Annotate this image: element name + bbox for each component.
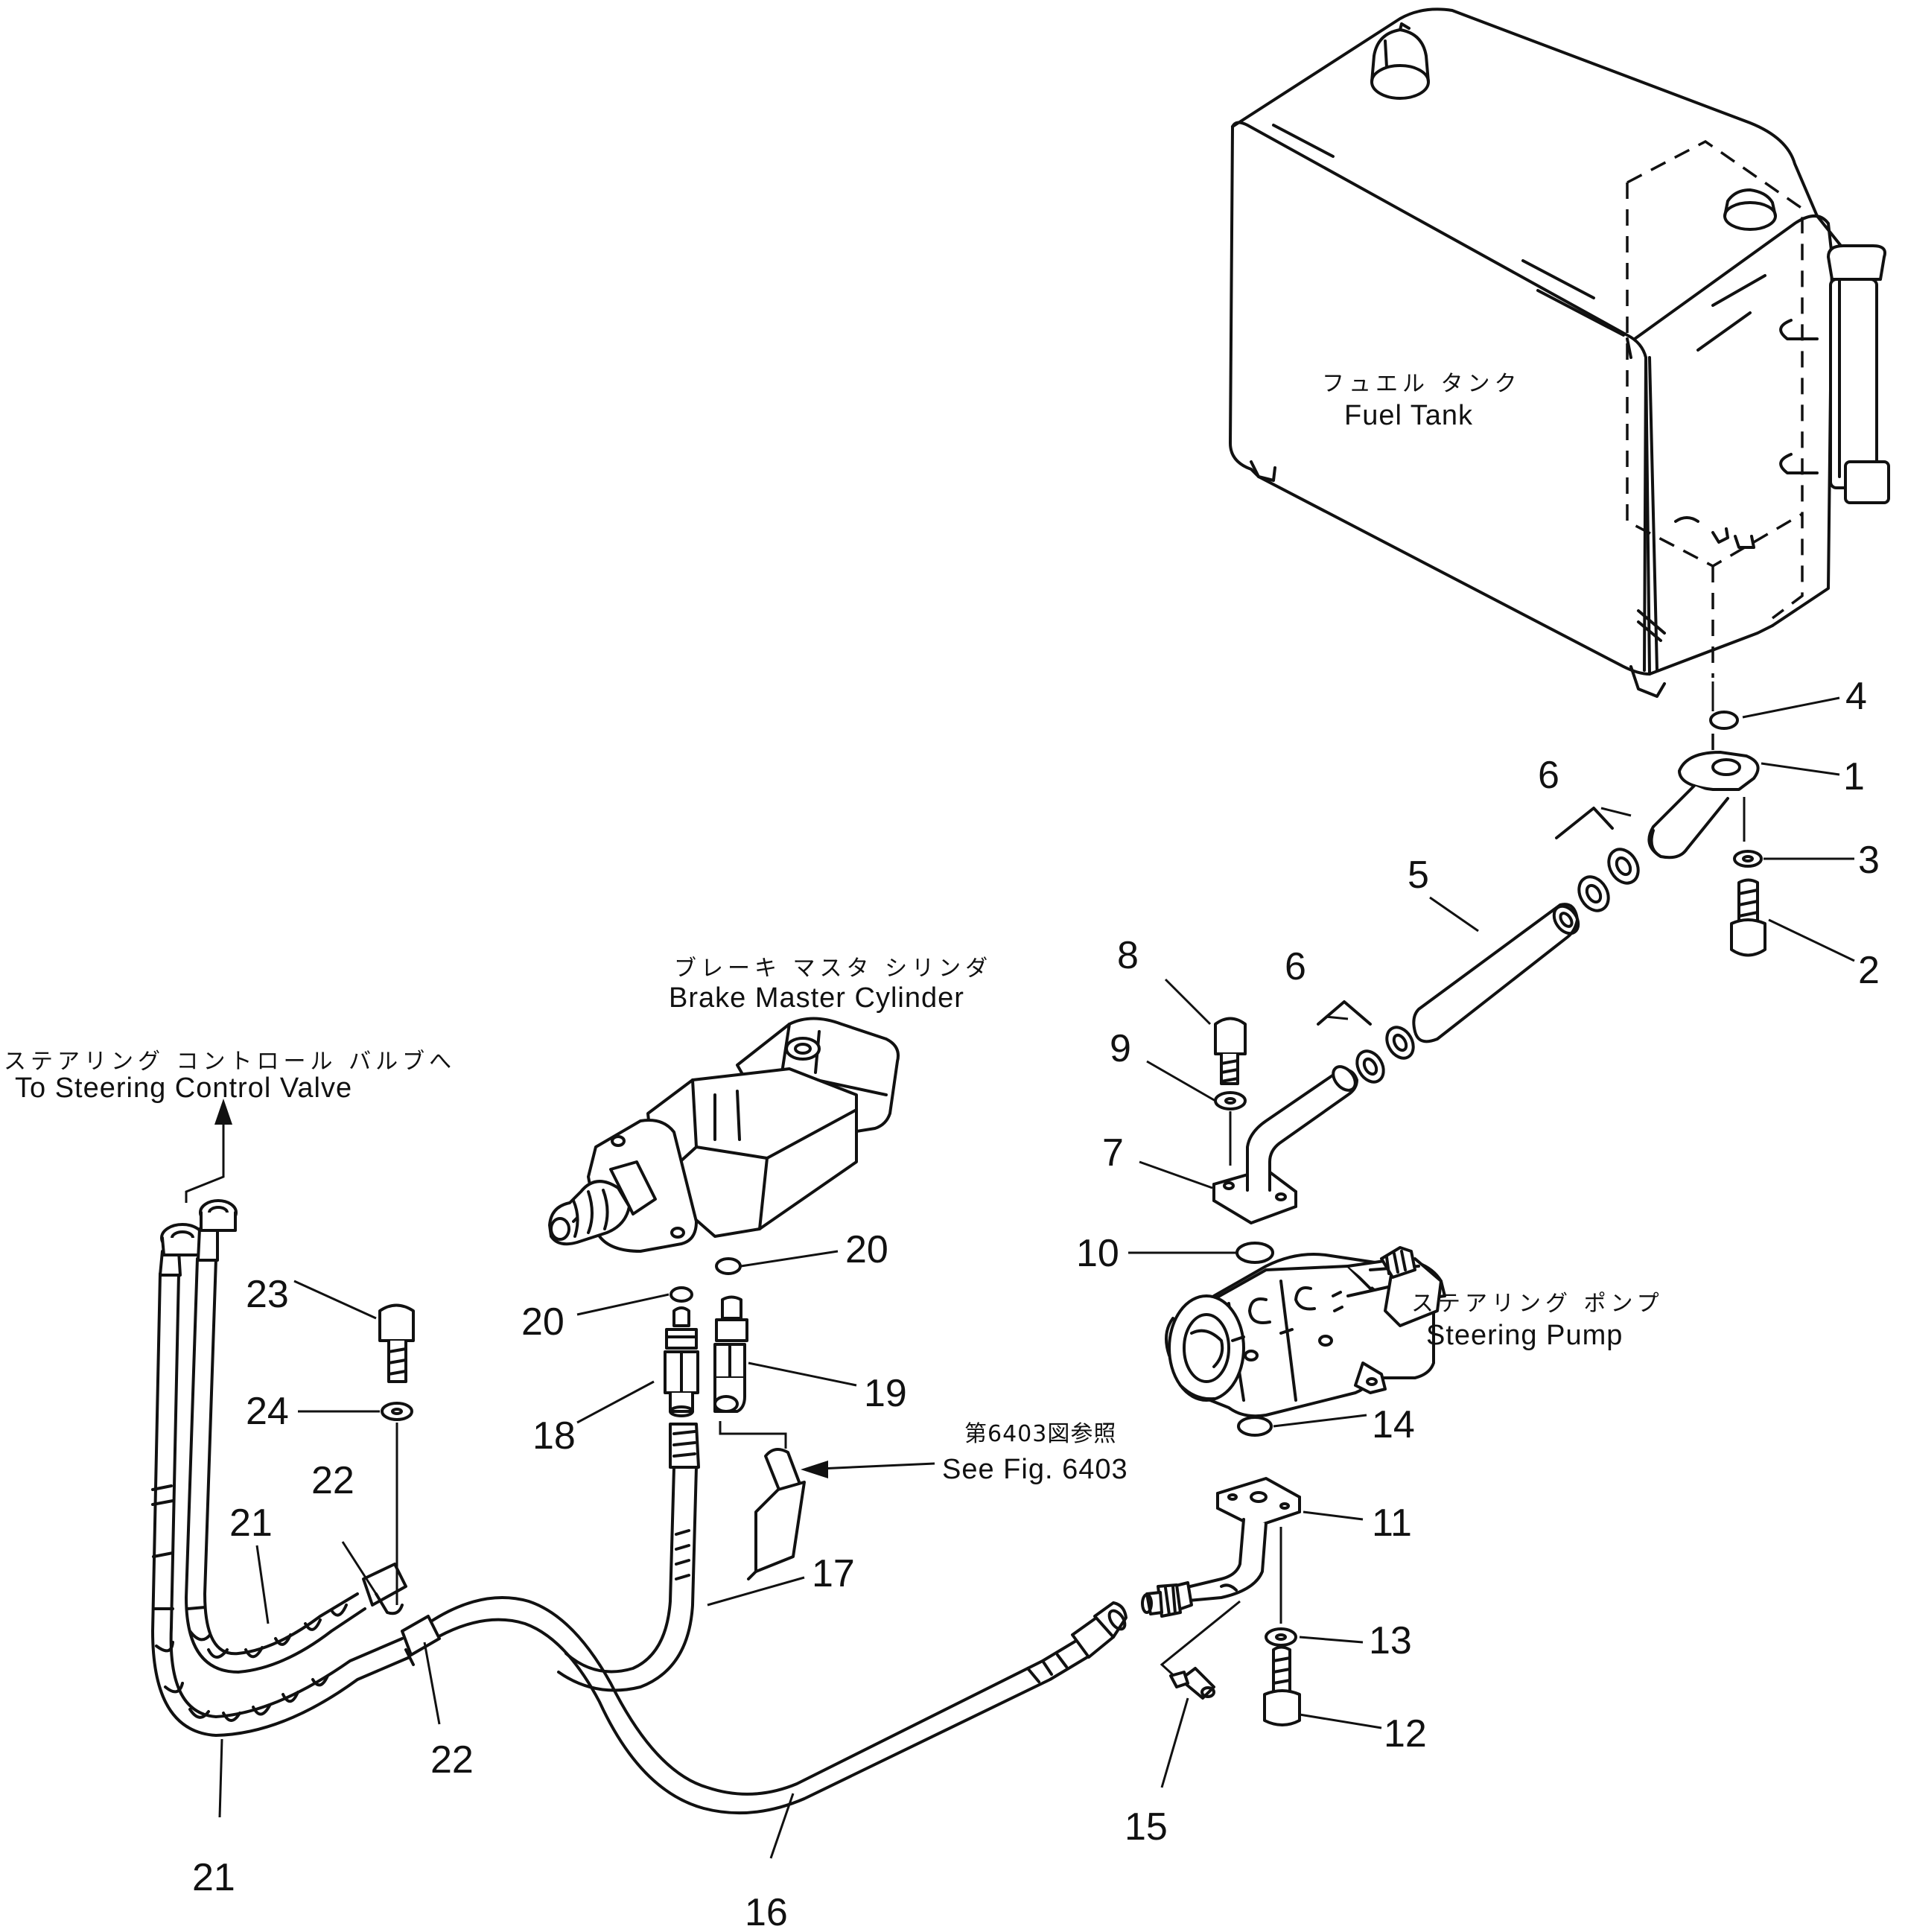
part-7-inlet-elbow [1212, 1065, 1358, 1224]
steering-valve-label-jp: ステアリング コントロール バルブへ [4, 1049, 456, 1075]
filler-cap [1370, 22, 1430, 100]
callout-21-upper: 21 [229, 1502, 273, 1545]
part-3-washer [1733, 850, 1763, 868]
callout-9: 9 [1110, 1027, 1131, 1070]
callout-11: 11 [1372, 1502, 1412, 1545]
callout-5: 5 [1408, 854, 1429, 897]
see-fig-hose-end [747, 1448, 806, 1580]
callout-18: 18 [532, 1414, 576, 1458]
part-13-washer [1265, 1627, 1297, 1647]
callout-16: 16 [745, 1891, 788, 1932]
callout-2: 2 [1858, 949, 1880, 992]
callout-20-left: 20 [521, 1300, 564, 1344]
callout-22-lower: 22 [430, 1738, 474, 1782]
part-11-outlet-tube [1141, 1477, 1301, 1618]
part-17-brake-hose [557, 1423, 700, 1692]
steering-pump-label-jp: ステアリング ポンプ [1411, 1291, 1664, 1317]
callout-23: 23 [246, 1273, 289, 1316]
part-15-nipple [1169, 1667, 1215, 1700]
part-24-washer [381, 1402, 413, 1421]
brake-master-label-jp: ブレーキ マスタ シリンダ [674, 956, 992, 982]
vent-cap [1723, 188, 1777, 231]
callout-20-right: 20 [845, 1228, 888, 1271]
part-4-oring [1709, 711, 1739, 730]
callout-7: 7 [1102, 1131, 1124, 1175]
callout-22-upper: 22 [311, 1459, 354, 1502]
part-22-clamp-upper [362, 1563, 407, 1615]
part-2-bolt [1730, 878, 1766, 957]
callout-numbers: 4 1 3 2 6 5 6 8 9 7 10 14 11 13 12 15 16… [192, 675, 1880, 1932]
callout-3: 3 [1858, 839, 1880, 882]
steering-valve-label: To Steering Control Valve [15, 1073, 352, 1104]
see-fig-label-jp: 第6403図参照 [964, 1421, 1116, 1447]
callout-19: 19 [864, 1372, 907, 1415]
steering-pump-label: Steering Pump [1426, 1320, 1623, 1351]
brake-master-label: Brake Master Cylinder [669, 982, 964, 1014]
text-labels: フュエル タンク Fuel Tank ブレーキ マスタ シリンダ Brake M… [4, 371, 1664, 1485]
fuel-tank-label-jp: フュエル タンク [1322, 371, 1521, 397]
callout-24: 24 [246, 1390, 289, 1433]
brake-master-cylinder-drawing [548, 1017, 900, 1253]
part-22-clamp-lower [401, 1615, 441, 1666]
fuel-tank-drawing [1229, 7, 1890, 752]
callout-13: 13 [1369, 1619, 1412, 1662]
part-10-oring [1235, 1242, 1274, 1264]
part-21-hoses [151, 1199, 411, 1737]
steering-valve-arrow [185, 1099, 232, 1203]
fuel-tank-label: Fuel Tank [1344, 400, 1473, 431]
callout-12: 12 [1384, 1712, 1427, 1755]
level-gauge [1779, 244, 1890, 504]
callout-8: 8 [1117, 934, 1139, 977]
callout-6-lower: 6 [1285, 945, 1306, 988]
part-6-clamp-upper [1555, 807, 1640, 912]
part-5-suction-hose [1412, 903, 1580, 1043]
callout-6-upper: 6 [1538, 754, 1559, 797]
callout-4: 4 [1845, 675, 1867, 718]
callout-leaders [218, 696, 1855, 1859]
part-20-oring-right [715, 1257, 742, 1275]
callout-15: 15 [1125, 1805, 1168, 1849]
callout-14: 14 [1372, 1403, 1415, 1446]
part-19-elbow-fitting [713, 1295, 748, 1413]
part-6-clamp-lower [1317, 1000, 1415, 1084]
part-9-washer [1214, 1091, 1247, 1110]
part-16-pressure-hose [416, 1596, 1128, 1815]
part-8-bolt [1214, 1017, 1247, 1085]
see-fig-arrow [801, 1461, 935, 1478]
callout-1: 1 [1843, 755, 1865, 798]
callout-21-lower: 21 [192, 1856, 235, 1899]
see-fig-label: See Fig. 6403 [942, 1454, 1128, 1485]
callout-17: 17 [812, 1552, 855, 1595]
callout-10: 10 [1076, 1232, 1119, 1275]
part-14-oring [1237, 1416, 1273, 1437]
part-18-fitting [664, 1306, 699, 1417]
part-20-oring-left [670, 1286, 693, 1303]
part-1-suction-elbow [1647, 751, 1760, 859]
part-12-bolt [1263, 1645, 1301, 1726]
part-23-bolt [378, 1303, 415, 1383]
steering-pump-drawing [1165, 1246, 1446, 1418]
